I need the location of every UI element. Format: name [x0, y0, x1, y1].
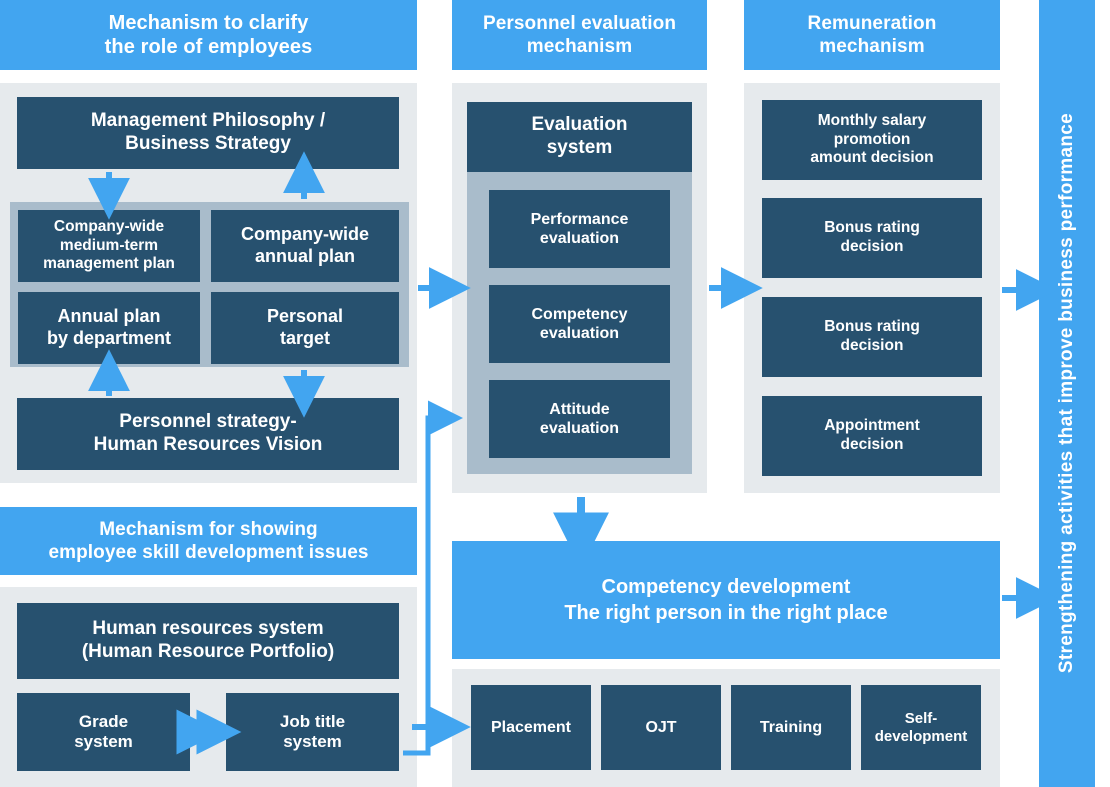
box-personnel-strategy-line1: Personnel strategy- — [119, 411, 297, 433]
box-training[interactable]: Training — [731, 685, 851, 770]
header-role-clarity-line2: the role of employees — [104, 36, 313, 58]
box-grade-system-line2: system — [74, 732, 133, 751]
banner-competency-development: Competency development The right person … — [452, 541, 1000, 659]
box-evaluation-system-line2: system — [546, 137, 613, 158]
box-bonus-rating-1-line2: decision — [840, 238, 904, 255]
box-bonus-rating-decision-1[interactable]: Bonus rating decision — [762, 198, 982, 278]
box-monthly-salary-line2: promotion — [833, 130, 911, 148]
header-remuneration: Remuneration mechanism — [744, 0, 1000, 70]
box-personal-target-line2: target — [279, 328, 330, 348]
box-grade-system[interactable]: Grade system — [17, 693, 190, 771]
box-monthly-salary-line3: amount decision — [810, 149, 934, 167]
box-ojt[interactable]: OJT — [601, 685, 721, 770]
box-human-resources-system-line2: (Human Resource Portfolio) — [81, 641, 335, 662]
box-annual-plan-by-department-line2: by department — [46, 328, 172, 348]
box-personal-target[interactable]: Personal target — [211, 292, 399, 364]
box-bonus-rating-2-line1: Bonus rating — [824, 318, 920, 336]
box-management-philosophy-line2: Business Strategy — [125, 133, 291, 154]
box-self-development-line1: Self- — [904, 709, 938, 727]
box-job-title-system-line1: Job title — [279, 711, 346, 731]
header-skill-development-line2: employee skill development issues — [48, 542, 369, 563]
box-performance-evaluation-line2: evaluation — [539, 230, 620, 247]
box-competency-evaluation-line1: Competency — [531, 305, 628, 323]
box-self-development[interactable]: Self- development — [861, 685, 981, 770]
box-company-wide-medium-term-plan-line2: medium-term — [59, 236, 159, 254]
banner-competency-development-line2: The right person in the right place — [564, 602, 888, 624]
banner-strengthening-activities-text: Strengthening activities that improve bu… — [1056, 113, 1077, 674]
header-remuneration-line2: mechanism — [819, 36, 925, 57]
box-company-wide-annual-plan-line1: Company-wide — [240, 224, 369, 245]
header-skill-development: Mechanism for showing employee skill dev… — [0, 507, 417, 575]
box-appointment-decision-line1: Appointment — [824, 417, 920, 435]
box-company-wide-medium-term-plan-line3: management plan — [43, 255, 175, 273]
box-ojt-line1: OJT — [645, 718, 677, 736]
box-bonus-rating-2-line2: decision — [840, 337, 904, 354]
box-management-philosophy[interactable]: Management Philosophy / Business Strateg… — [17, 97, 399, 169]
box-human-resources-system[interactable]: Human resources system (Human Resource P… — [17, 603, 399, 679]
box-self-development-line2: development — [874, 727, 968, 745]
header-role-clarity: Mechanism to clarify the role of employe… — [0, 0, 417, 70]
banner-competency-development-line1: Competency development — [601, 576, 851, 598]
box-placement-line1: Placement — [490, 718, 572, 736]
box-personal-target-line1: Personal — [266, 306, 344, 327]
box-company-wide-annual-plan[interactable]: Company-wide annual plan — [211, 210, 399, 282]
box-company-wide-medium-term-plan[interactable]: Company-wide medium-term management plan — [18, 210, 200, 282]
box-evaluation-system-line1: Evaluation — [531, 114, 628, 136]
box-attitude-evaluation-line1: Attitude — [549, 400, 610, 418]
box-appointment-decision-line2: decision — [840, 436, 904, 453]
box-grade-system-line1: Grade — [78, 711, 129, 731]
box-job-title-system[interactable]: Job title system — [226, 693, 399, 771]
box-annual-plan-by-department[interactable]: Annual plan by department — [18, 292, 200, 364]
header-skill-development-line1: Mechanism for showing — [99, 518, 318, 540]
box-monthly-salary-promotion[interactable]: Monthly salary promotion amount decision — [762, 100, 982, 180]
box-placement[interactable]: Placement — [471, 685, 591, 770]
box-monthly-salary-line1: Monthly salary — [817, 112, 927, 130]
header-remuneration-line1: Remuneration — [807, 12, 937, 34]
box-performance-evaluation[interactable]: Performance evaluation — [489, 190, 670, 268]
box-attitude-evaluation[interactable]: Attitude evaluation — [489, 380, 670, 458]
box-bonus-rating-1-line1: Bonus rating — [824, 219, 920, 237]
box-attitude-evaluation-line2: evaluation — [539, 420, 620, 437]
box-job-title-system-line2: system — [283, 732, 342, 751]
box-human-resources-system-line1: Human resources system — [92, 618, 324, 640]
box-performance-evaluation-line1: Performance — [530, 210, 629, 228]
box-appointment-decision[interactable]: Appointment decision — [762, 396, 982, 476]
box-annual-plan-by-department-line1: Annual plan — [57, 306, 161, 327]
box-evaluation-system[interactable]: Evaluation system — [467, 102, 692, 172]
header-personnel-evaluation-line1: Personnel evaluation — [482, 12, 677, 34]
box-company-wide-annual-plan-line2: annual plan — [254, 246, 355, 266]
box-personnel-strategy-hr-vision[interactable]: Personnel strategy- Human Resources Visi… — [17, 398, 399, 470]
header-personnel-evaluation: Personnel evaluation mechanism — [452, 0, 707, 70]
box-personnel-strategy-line2: Human Resources Vision — [93, 434, 323, 455]
box-competency-evaluation[interactable]: Competency evaluation — [489, 285, 670, 363]
box-bonus-rating-decision-2[interactable]: Bonus rating decision — [762, 297, 982, 377]
box-competency-evaluation-line2: evaluation — [539, 325, 620, 342]
box-management-philosophy-line1: Management Philosophy / — [90, 110, 326, 132]
box-company-wide-medium-term-plan-line1: Company-wide — [53, 218, 165, 236]
box-training-line1: Training — [759, 718, 823, 736]
banner-strengthening-activities: Strengthening activities that improve bu… — [1039, 0, 1095, 787]
header-role-clarity-line1: Mechanism to clarify — [108, 11, 309, 34]
header-personnel-evaluation-line2: mechanism — [526, 36, 633, 57]
